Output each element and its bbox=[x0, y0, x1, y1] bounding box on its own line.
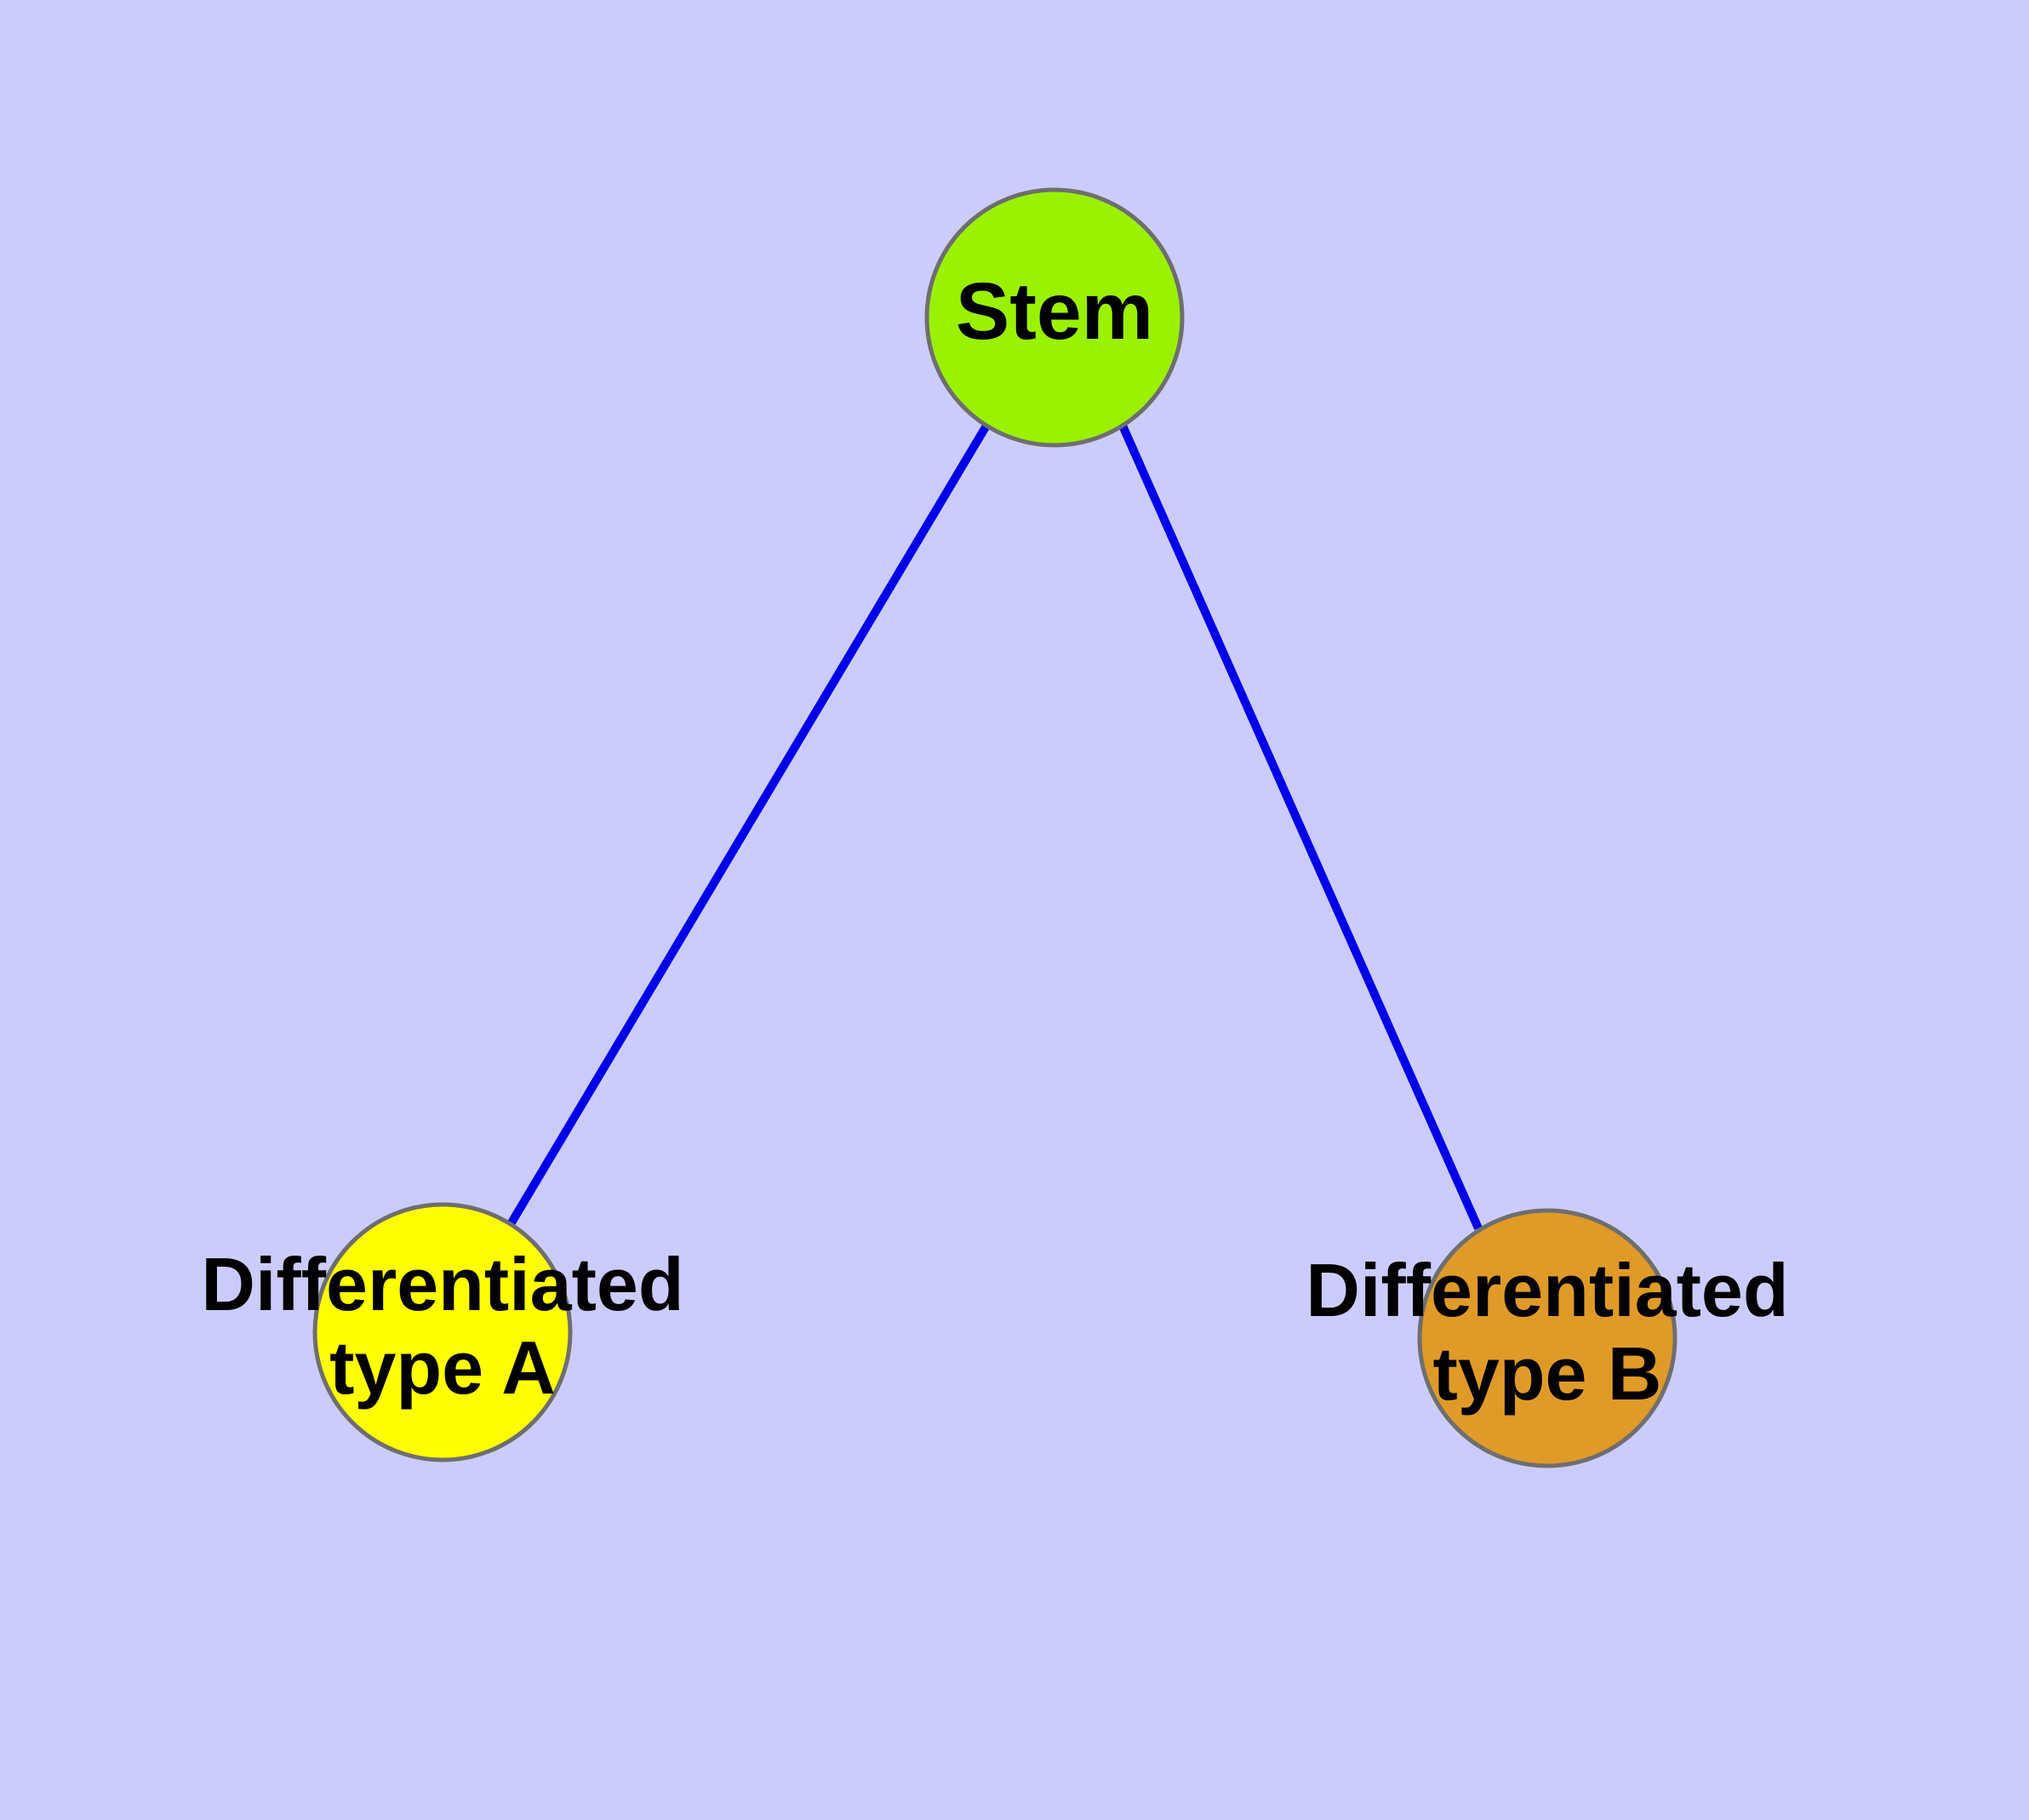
edge-stem-to-diff_b[interactable] bbox=[1118, 423, 1483, 1231]
node-label-line: Differentiated bbox=[201, 1242, 683, 1326]
edge-stem-to-diff_a[interactable] bbox=[506, 423, 991, 1227]
node-diff_a[interactable] bbox=[312, 1202, 573, 1462]
edge-layer bbox=[506, 423, 1483, 1231]
node-label-line: type B bbox=[1433, 1331, 1662, 1416]
node-stem[interactable] bbox=[924, 187, 1185, 448]
node-label-line: type A bbox=[329, 1325, 556, 1410]
node-diff_b[interactable] bbox=[1417, 1208, 1677, 1468]
node-layer bbox=[312, 187, 1677, 1468]
node-label-line: Stem bbox=[956, 266, 1153, 357]
node-label-line: Differentiated bbox=[1306, 1248, 1788, 1332]
node-label-stem: Stem bbox=[956, 266, 1153, 357]
